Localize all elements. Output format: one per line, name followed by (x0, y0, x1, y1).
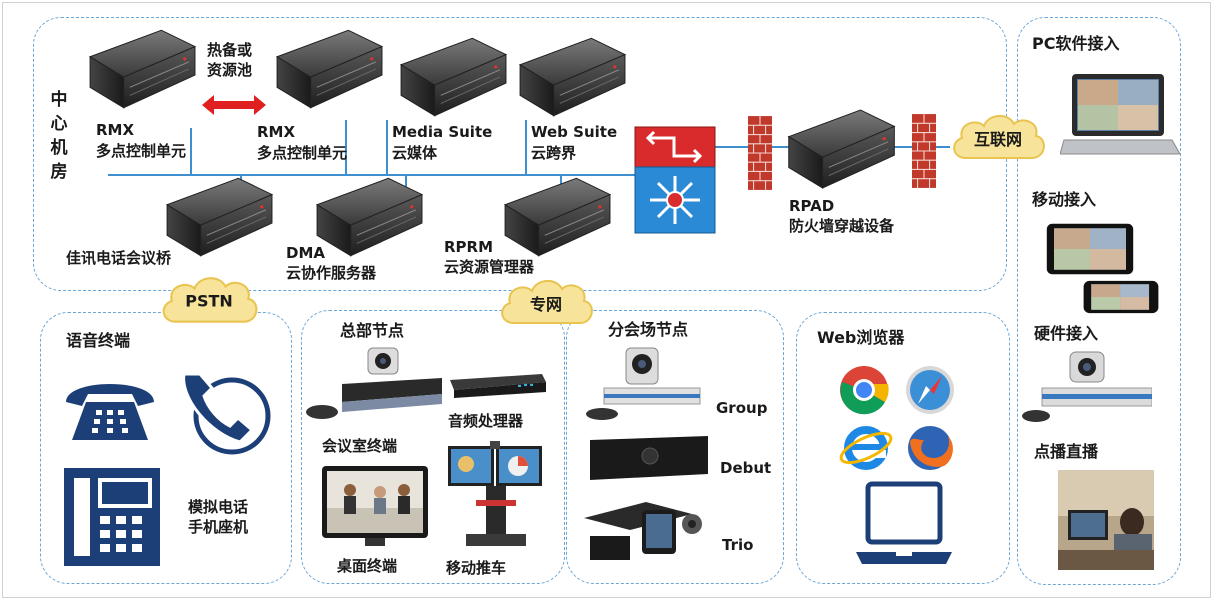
rmx2-desc: 多点控制单元 (257, 144, 348, 162)
firefox-icon (908, 426, 953, 470)
rmx2-name: RMX (257, 123, 296, 141)
tablet-icon (1040, 222, 1140, 276)
rpad-desc: 防火墙穿越设备 (789, 217, 895, 235)
web-suite-name: Web Suite (531, 123, 618, 141)
firewall-icon-right (912, 114, 936, 188)
center-room-title: 中心机房 (50, 90, 68, 182)
pstn-cloud: PSTN (156, 270, 262, 332)
dma-desc: 云协作服务器 (286, 264, 377, 282)
trio-label: Trio (722, 536, 754, 554)
mobile-cart-icon (448, 441, 542, 546)
chrome-icon (840, 366, 889, 415)
media-suite-desc: 云媒体 (392, 144, 438, 162)
vod-live-photo (1058, 470, 1154, 570)
audio-processor-icon (450, 374, 546, 398)
media-suite-server (396, 36, 508, 118)
web-suite-desc: 云跨界 (531, 144, 577, 162)
group-label: Group (716, 399, 768, 417)
core-switch-icon (634, 126, 716, 234)
rpad-name: RPAD (789, 197, 835, 215)
rprm-name: RPRM (444, 238, 494, 256)
room-system-label: 会议室终端 (322, 437, 398, 455)
hq-title: 总部节点 (340, 321, 405, 340)
pc-access-label: PC软件接入 (1032, 34, 1120, 53)
rmx1-desc: 多点控制单元 (96, 142, 187, 160)
rmx1-name: RMX (96, 121, 135, 139)
ie-icon (839, 426, 893, 470)
jiaxun-label: 佳讯电话会议桥 (66, 249, 172, 267)
analog-phone-line1: 模拟电话 (188, 498, 249, 516)
private-network-cloud-label: 专网 (529, 295, 562, 314)
private-network-cloud: 专网 (496, 272, 596, 334)
debut-system-icon (590, 436, 708, 480)
bus-drop-rmx1 (190, 128, 192, 174)
room-system-icon (306, 347, 442, 419)
rprm-desc: 云资源管理器 (444, 258, 535, 276)
smartphone-icon (1080, 280, 1162, 314)
laptop-outline-icon (856, 481, 952, 564)
dma-server (312, 176, 424, 258)
hotbackup-line2: 资源池 (207, 61, 253, 79)
hotbackup-line1: 热备或 (207, 41, 253, 59)
trio-system-icon (584, 502, 702, 560)
safari-icon (906, 366, 954, 414)
web-suite-server (515, 36, 627, 118)
hq-node-region (301, 310, 565, 584)
voice-title: 语音终端 (66, 331, 131, 350)
mobile-access-label: 移动接入 (1032, 190, 1097, 209)
network-bus (108, 174, 636, 176)
analog-phone-line2: 手机座机 (188, 518, 249, 536)
desk-phone-icon (66, 384, 154, 440)
bus-drop-web (525, 120, 527, 174)
rprm-server (500, 176, 612, 258)
rmx-server-2 (272, 28, 384, 110)
laptop-icon (1060, 70, 1180, 160)
branch-title: 分会场节点 (608, 320, 689, 339)
branch-node-region (566, 310, 784, 584)
dma-name: DMA (286, 244, 325, 262)
jiaxun-server (162, 176, 274, 258)
handset-call-icon (182, 372, 271, 455)
hot-backup-arrow-icon (202, 95, 266, 115)
bus-drop-rmx2 (345, 120, 347, 174)
media-suite-name: Media Suite (392, 123, 493, 141)
right-access-region (1017, 17, 1181, 585)
group-system-icon (586, 347, 701, 420)
internet-cloud: 互联网 (948, 108, 1048, 168)
rpad-server (775, 108, 905, 190)
firewall-icon-left (748, 116, 772, 190)
web-browser-title: Web浏览器 (817, 328, 905, 347)
desktop-terminal-label: 桌面终端 (337, 557, 398, 575)
bus-drop-media (386, 120, 388, 174)
web-browser-region (796, 312, 1010, 584)
debut-label: Debut (720, 459, 772, 477)
pstn-cloud-label: PSTN (185, 291, 233, 311)
desktop-terminal-icon (322, 466, 428, 546)
analog-phone-icon (64, 468, 160, 566)
rmx-server-1 (85, 28, 197, 110)
hardware-access-label: 硬件接入 (1034, 324, 1099, 343)
mobile-cart-label: 移动推车 (446, 559, 507, 577)
hardware-terminal-icon (1022, 351, 1152, 422)
audio-processor-label: 音频处理器 (448, 412, 524, 430)
vod-live-label: 点播直播 (1034, 442, 1099, 461)
internet-cloud-label: 互联网 (973, 130, 1022, 149)
